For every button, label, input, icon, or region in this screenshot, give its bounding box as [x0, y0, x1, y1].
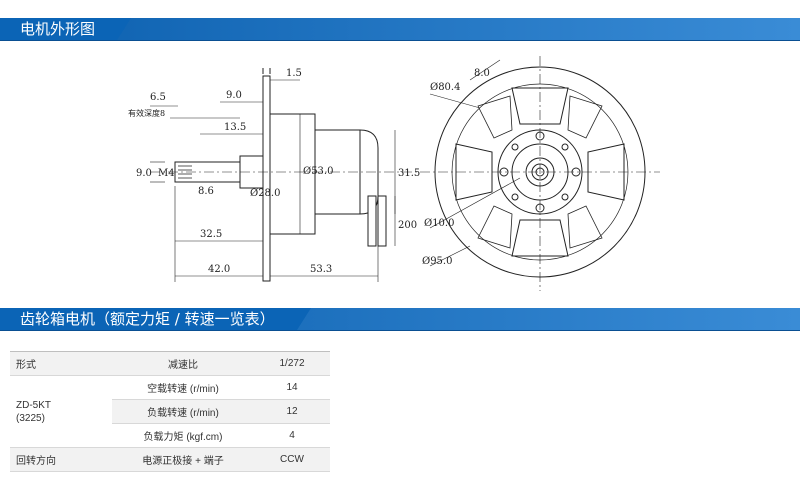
table-cell: 4	[254, 423, 330, 448]
dim-label: 1.5	[286, 68, 302, 79]
dim-label: Ø53.0	[303, 166, 333, 177]
gearbox-body	[269, 113, 316, 235]
dim-label: 42.0	[208, 264, 230, 275]
table-cell: 电源正极接 + 端子	[112, 447, 254, 472]
dim-label: 31.5	[398, 168, 420, 179]
terminal	[367, 195, 377, 247]
table-top-rule	[10, 351, 330, 352]
dim-label: 53.3	[310, 264, 332, 275]
dim-label: 有效深度8	[128, 108, 165, 118]
table-cell: 减速比	[112, 352, 254, 376]
dim-label: Ø80.4	[430, 82, 460, 93]
table-cell: 空载转速 (r/min)	[112, 375, 254, 400]
terminal	[377, 195, 387, 247]
table-cell: 负载转速 (r/min)	[112, 399, 254, 424]
flange-plate	[262, 75, 271, 282]
dim-label: 6.5	[150, 92, 166, 103]
dim-label: 8.6	[198, 186, 214, 197]
dim-label: Ø10.0	[424, 218, 454, 229]
section-header-band: 齿轮箱电机（额定力矩 / 转速一览表）	[0, 308, 800, 331]
table-row: ZD-5KT (3225) 空载转速 (r/min) 14	[10, 375, 330, 448]
model-cell: ZD-5KT (3225)	[10, 375, 112, 448]
section-title-spec-table: 齿轮箱电机（额定力矩 / 转速一览表）	[0, 308, 311, 330]
motor-outline-drawing: 1.5 6.5 9.0 有效深度8 13.5 9.0 M4 8.6 Ø28.0 …	[128, 56, 660, 291]
table-row: 形式 减速比 1/272	[10, 352, 330, 376]
dim-label: Ø28.0	[250, 188, 280, 199]
table-row: 负载转速 (r/min) 12	[10, 399, 330, 424]
dim-label: 13.5	[224, 122, 246, 133]
dim-label: 32.5	[200, 229, 222, 240]
table-cell: 回转方向	[10, 447, 112, 472]
table-cell: 14	[254, 375, 330, 400]
spec-table: 形式 减速比 1/272 ZD-5KT (3225) 空载转速 (r/min) …	[10, 352, 330, 472]
table-cell: 12	[254, 399, 330, 424]
dim-label: 9.0	[226, 90, 242, 101]
table-cell: 负载力矩 (kgf.cm)	[112, 423, 254, 448]
section-title-outline-drawing: 电机外形图	[0, 18, 132, 40]
section-header-band: 电机外形图	[0, 18, 800, 41]
table-row: 负载力矩 (kgf.cm) 4	[10, 423, 330, 448]
front-view	[420, 56, 660, 291]
dim-label: 200	[398, 220, 417, 231]
table-cell: CCW	[254, 447, 330, 472]
table-cell: 1/272	[254, 352, 330, 376]
dim-label: 8.0	[474, 68, 490, 79]
dim-label: 9.0	[136, 168, 152, 179]
dim-label: M4	[158, 168, 175, 179]
dim-label: Ø95.0	[422, 256, 452, 267]
table-cell: 形式	[10, 352, 112, 376]
model-name: ZD-5KT	[16, 399, 51, 411]
model-code: (3225)	[16, 412, 45, 424]
table-row: 回转方向 电源正极接 + 端子 CCW	[10, 447, 330, 472]
